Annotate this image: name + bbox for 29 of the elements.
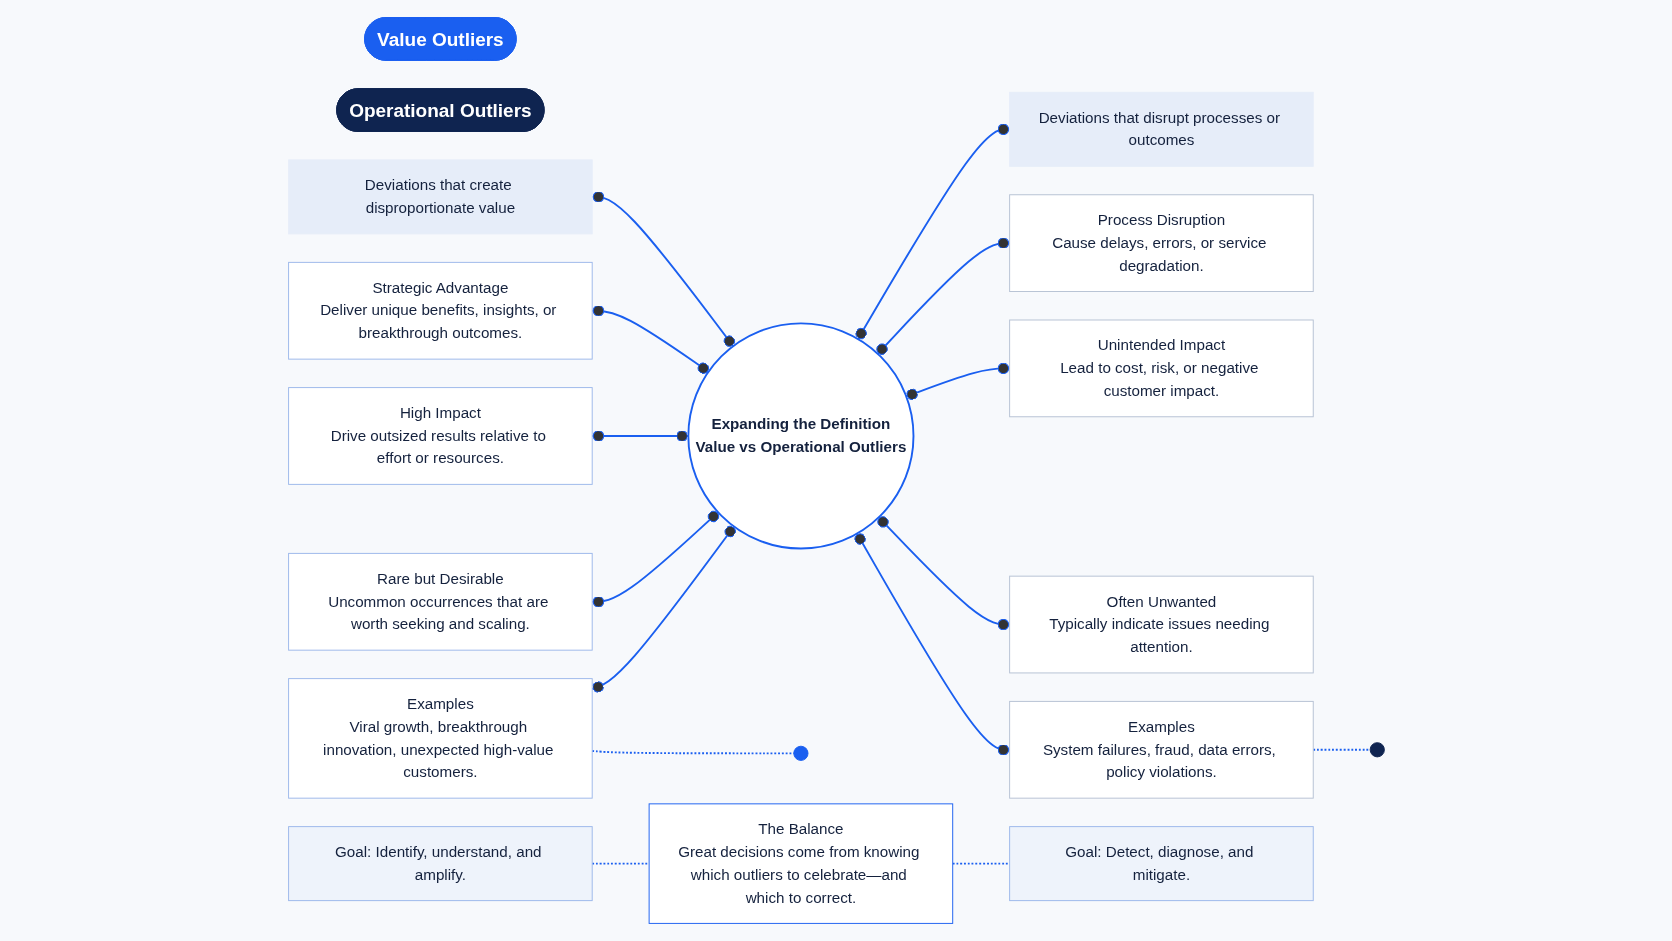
node-box: Rare but Desirable Uncommon occurrences that are worth seeking and scaling. [287, 552, 593, 651]
connector [951, 862, 1011, 865]
node-circle: Expanding the Definition Value vs Operational Outliers [686, 322, 914, 550]
connector [876, 516, 1011, 631]
connector [1311, 748, 1371, 751]
connector [875, 237, 1011, 355]
node-box: Deviations that disrupt processes or outcomes [1008, 91, 1314, 167]
connector [590, 305, 709, 374]
node-box: High Impact Drive outsized results relative to effort or resources. [287, 387, 593, 485]
node-box: Examples Viral growth, breakthrough innovation, unexpected high-value customers. [287, 678, 593, 799]
node-box: Often Unwanted Typically indicate issues needing attention. [1008, 575, 1314, 674]
node-box: Process Disruption Cause delays, errors, or service degradation. [1008, 194, 1314, 292]
connector [590, 510, 719, 608]
connector [854, 123, 1011, 340]
node-circle [1369, 742, 1385, 758]
node-box: Strategic Advantage Deliver unique benefits, insights, or breakthrough outcomes. [287, 261, 593, 360]
node-box: Goal: Identify, understand, and amplify. [287, 826, 593, 902]
connector [590, 525, 736, 693]
connector [904, 362, 1011, 400]
connector [590, 191, 735, 348]
connector [853, 532, 1011, 756]
node-circle [792, 745, 808, 761]
node-box: Examples System failures, fraud, data errors, policy violations. [1008, 700, 1314, 799]
node-box: Deviations that create disproportionate value [287, 159, 593, 235]
connector [590, 862, 650, 865]
node-box: Unintended Impact Lead to cost, risk, or negative customer impact. [1008, 319, 1314, 418]
node-box: Goal: Detect, diagnose, and mitigate. [1008, 826, 1314, 902]
connector [590, 430, 689, 442]
node-box: The Balance Great decisions come from knowing which outliers to celebrate—and which to correct. [648, 803, 953, 924]
